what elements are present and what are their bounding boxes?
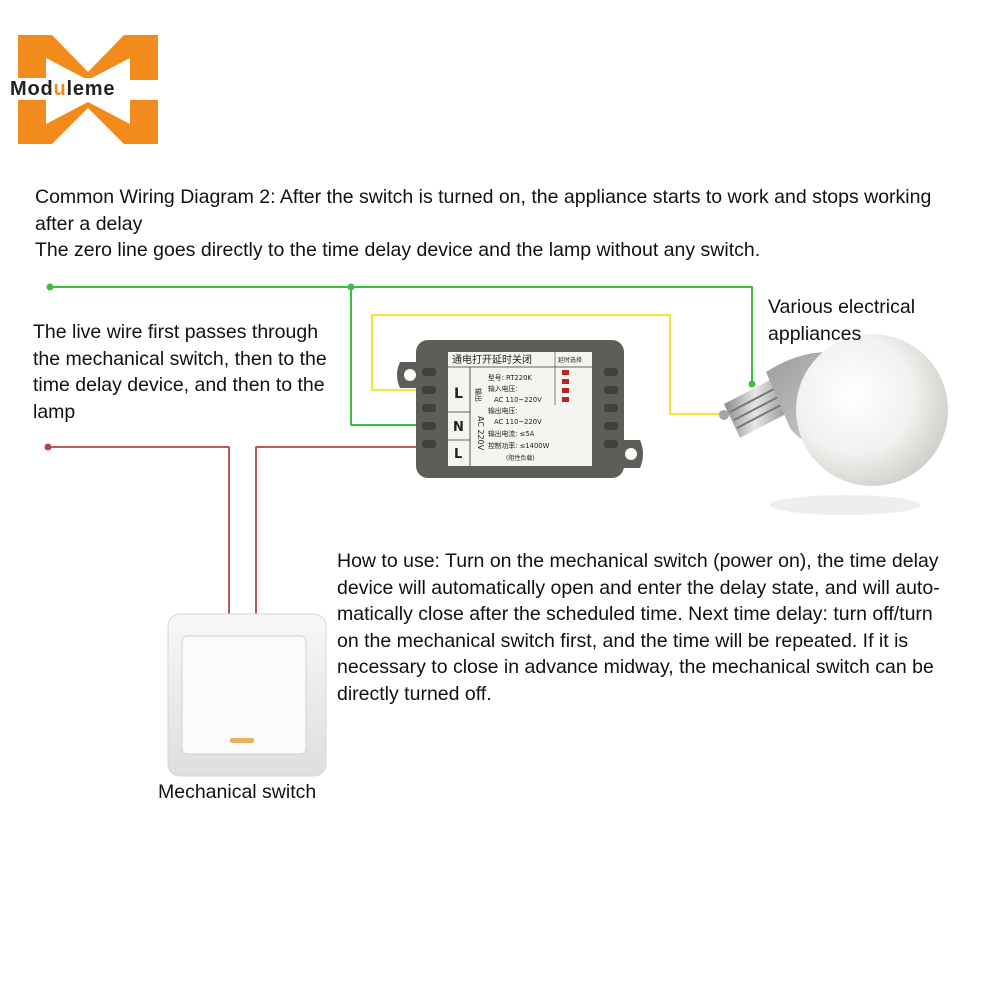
neutral-source-dot [46,283,54,291]
logo-w-shape [18,100,158,144]
neutral-wire-to-relay [350,287,420,426]
appliance-label-line: Various electrical [768,296,916,318]
bulb-globe [796,334,948,486]
relay-mode-switches [562,370,569,402]
relay-output-label: 输出 [474,388,483,402]
bulb-shadow [770,495,920,515]
relay-terminal-n: N [453,420,464,435]
live-wire-note: The live wire first passes through the m… [33,319,327,425]
wires [48,286,753,615]
usage-note: How to use: Turn on the mechanical switc… [337,548,940,707]
bulb-screw-base [719,380,786,438]
neutral-wire [50,286,753,384]
title-line: The zero line goes directly to the time … [35,239,761,261]
usage-line: directly turned off. [337,682,492,705]
relay-spec-line: 输出电流: ≤5A [488,429,535,438]
light-bulb [719,334,948,515]
relay-spec-line: AC 110~220V [494,418,542,426]
appliance-label: Various electrical appliances [768,294,915,347]
relay-spec-line: AC 110~220V [494,396,542,404]
switch-indicator [230,738,254,743]
relay-mount-hole-left [404,369,416,381]
usage-line: How to use: Turn on the mechanical switc… [337,550,939,572]
usage-line: necessary to close in advance midway, th… [337,656,934,678]
relay-spec-line: (阻性负载) [506,454,535,462]
relay-mount-hole-right [625,448,637,460]
logo [18,35,158,144]
usage-line: on the mechanical switch first, and the … [337,629,909,652]
relay-title: 通电打开延时关闭 [452,353,532,366]
appliance-label-line: appliances [768,322,862,345]
relay-vent-fins-right [604,368,618,448]
neutral-lamp-dot [748,380,756,388]
usage-line: matically close after the scheduled time… [337,603,933,625]
logo-text: Moduleme [8,78,118,100]
live-wire-out [255,446,420,615]
note-line: time delay device, and then to the [33,374,325,396]
diagram-title: Common Wiring Diagram 2: After the switc… [35,184,931,264]
switch-rocker [181,635,307,755]
relay-terminal-l2: L [454,447,462,462]
note-line: lamp [33,400,76,423]
relay-mode-label: 延时选择 [558,356,582,364]
relay-spec-line: 输出电压: [488,406,517,415]
output-wire [370,313,722,416]
relay-spec-lines: 型号: RT220K 输入电压: AC 110~220V 输出电压: AC 11… [488,373,550,462]
relay-voltage-label: AC 220V [476,416,485,451]
time-delay-relay: 通电打开延时关闭 延时选择 L 输出 N L AC 220V 型号: RT220… [397,340,643,478]
title-line: Common Wiring Diagram 2: After the switc… [35,186,932,208]
usage-line: device will automatically open and enter… [337,576,940,599]
live-wire-in [48,446,230,615]
relay-vent-fins-left [422,368,436,448]
relay-spec-line: 型号: RT220K [488,373,532,382]
relay-terminal-l: L [454,386,463,402]
switch-label: Mechanical switch [158,781,317,803]
mechanical-switch [167,613,327,777]
relay-spec-line: 控制功率: ≤1400W [488,441,550,450]
logo-m-shape [18,35,158,80]
title-line: after a delay [35,212,143,235]
note-line: the mechanical switch, then to the [33,347,327,370]
neutral-junction-dot [347,283,355,291]
relay-spec-line: 输入电压: [488,384,517,393]
live-source-dot [44,443,52,451]
note-line: The live wire first passes through [33,321,319,343]
